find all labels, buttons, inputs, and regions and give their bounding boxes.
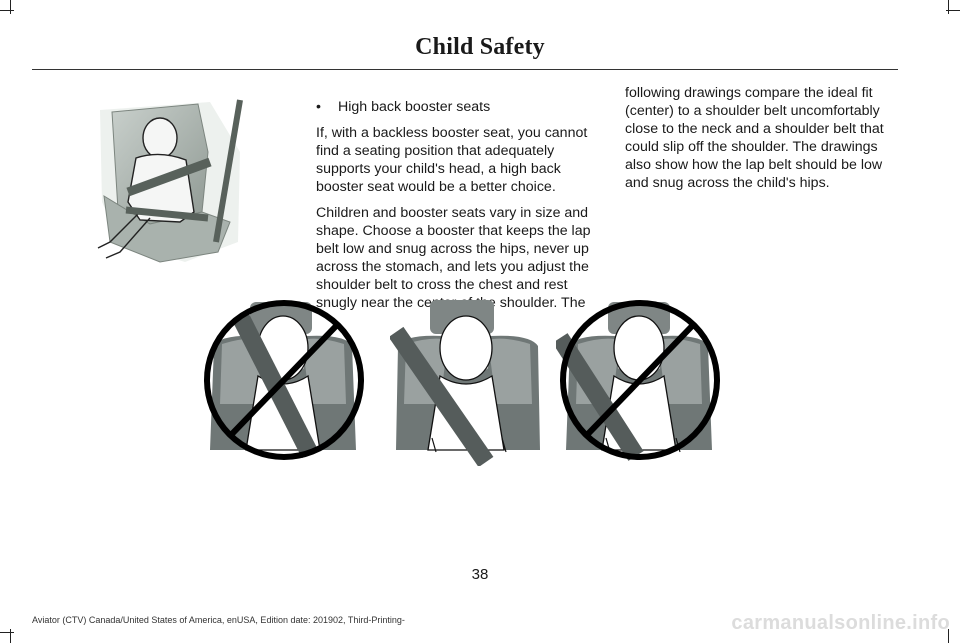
edition-footer: Aviator (CTV) Canada/United States of Am… [32,615,405,625]
belt-ideal-fit [390,300,540,466]
belt-too-close-to-neck [204,300,364,460]
crop-mark [948,629,949,643]
crop-mark [10,0,11,14]
crop-mark [0,632,14,633]
crop-mark [0,10,14,11]
belt-slips-off-shoulder [556,300,720,461]
page-title: Child Safety [415,34,545,60]
bullet-item: • High back booster seats [316,98,602,116]
right-column: following drawings compare the ideal fit… [625,84,900,200]
header-rule [32,69,898,70]
bullet-text: High back booster seats [338,99,491,115]
page-number: 38 [471,566,489,583]
booster-seat-illustration [97,99,243,263]
paragraph: If, with a backless booster seat, you ca… [316,125,588,195]
bullet-marker: • [316,99,321,115]
watermark: carmanualsonline.info [731,612,950,634]
crop-mark [948,0,949,14]
crop-mark [10,629,11,643]
paragraph: following drawings compare the ideal fit… [625,85,884,191]
paragraph: Children and booster seats vary in size … [316,205,591,311]
crop-mark [946,10,960,11]
left-column: • High back booster seats If, with a bac… [316,98,602,320]
